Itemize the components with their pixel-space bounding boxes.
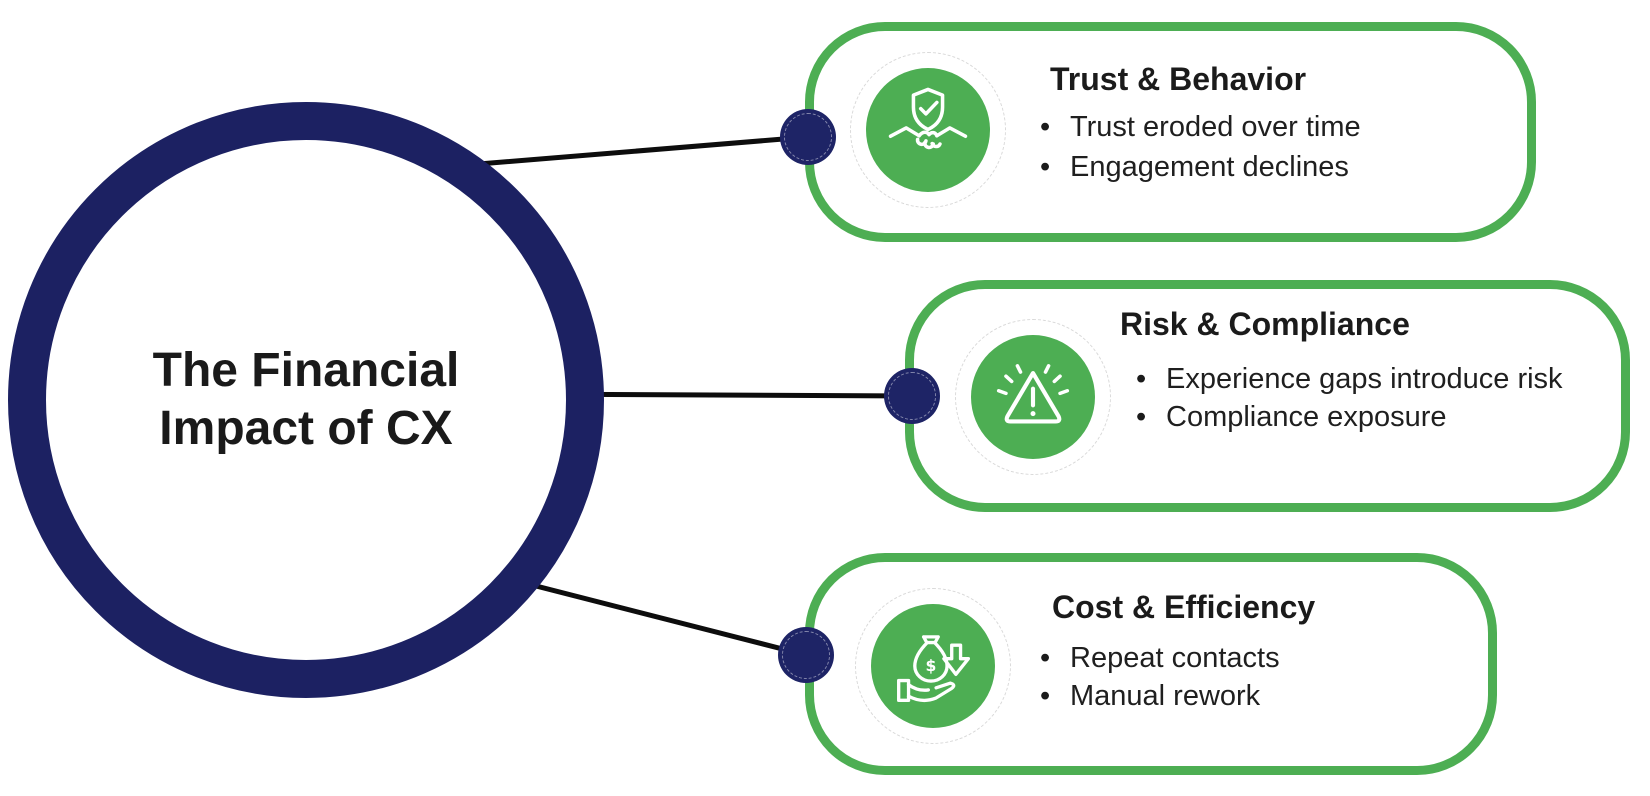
bullet-list: • Trust eroded over time • Engagement de… bbox=[1040, 107, 1361, 187]
central-title: The Financial Impact of CX bbox=[153, 342, 460, 458]
card-cost-efficiency: $ Cost & Efficiency • Repeat contacts • … bbox=[805, 553, 1497, 775]
handshake-shield-icon bbox=[866, 68, 990, 192]
bullet-item: • Trust eroded over time bbox=[1040, 107, 1361, 147]
card-title: Risk & Compliance bbox=[1120, 306, 1410, 342]
link-dot-cost bbox=[778, 627, 834, 683]
card-risk-compliance: Risk & Compliance • Experience gaps intr… bbox=[905, 280, 1630, 512]
icon-badge bbox=[955, 319, 1111, 475]
bullet-item: • Experience gaps introduce risk bbox=[1136, 360, 1563, 398]
central-circle: The Financial Impact of CX bbox=[8, 102, 604, 698]
card-title: Trust & Behavior bbox=[1050, 61, 1307, 97]
bullet-item: • Manual rework bbox=[1040, 677, 1280, 715]
bullet-dot: • bbox=[1040, 680, 1051, 712]
link-dot-risk bbox=[884, 368, 940, 424]
money-bag-hand-icon: $ bbox=[871, 604, 995, 728]
central-title-line2: Impact of CX bbox=[159, 402, 453, 455]
bullet-list: • Repeat contacts • Manual rework bbox=[1040, 639, 1280, 715]
bullet-item: • Repeat contacts bbox=[1040, 639, 1280, 677]
central-title-line1: The Financial bbox=[152, 344, 460, 397]
bullet-dot: • bbox=[1136, 363, 1147, 395]
link-dot-trust bbox=[780, 109, 836, 165]
bullet-dot: • bbox=[1136, 401, 1147, 433]
card-trust-behavior: Trust & Behavior • Trust eroded over tim… bbox=[805, 22, 1536, 242]
warning-triangle-icon bbox=[971, 335, 1095, 459]
icon-badge bbox=[850, 52, 1006, 208]
bullet-item: • Compliance exposure bbox=[1136, 398, 1563, 436]
svg-text:$: $ bbox=[925, 657, 936, 675]
bullet-list: • Experience gaps introduce risk • Compl… bbox=[1136, 360, 1563, 436]
bullet-dot: • bbox=[1040, 151, 1051, 183]
connector-line-trust bbox=[427, 134, 811, 171]
icon-badge: $ bbox=[855, 588, 1011, 744]
bullet-dot: • bbox=[1040, 111, 1051, 143]
card-title: Cost & Efficiency bbox=[1052, 589, 1316, 625]
bullet-dot: • bbox=[1040, 642, 1051, 674]
bullet-item: • Engagement declines bbox=[1040, 147, 1361, 187]
